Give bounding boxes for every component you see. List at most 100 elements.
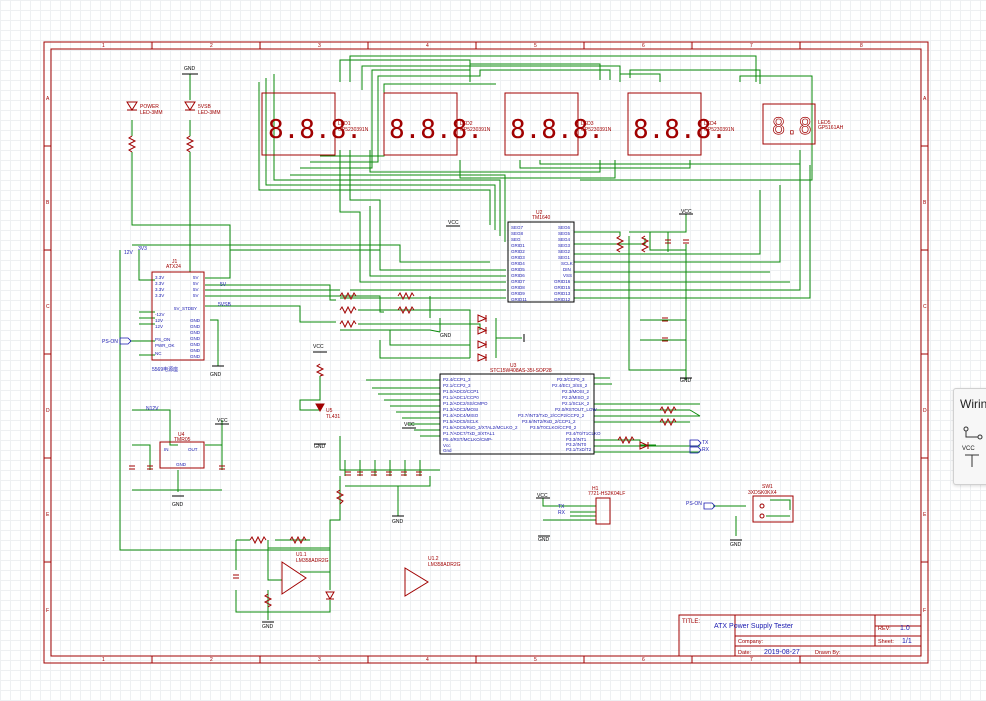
svg-text:GND: GND	[190, 330, 201, 335]
svg-text:3.3V: 3.3V	[155, 287, 164, 292]
svg-text:P2.3/MOSI_2: P2.3/MOSI_2	[562, 389, 590, 394]
svg-text:LED2: LED2	[460, 121, 473, 127]
svg-text:GRID16: GRID16	[554, 279, 571, 284]
svg-text:PS_ON: PS_ON	[155, 337, 170, 342]
svg-text:P1.6/ADC6/RxD_3/XTAL2/MCLKO_2: P1.6/ADC6/RxD_3/XTAL2/MCLKO_2	[443, 425, 518, 430]
svg-text:TL431: TL431	[326, 414, 340, 420]
svg-text:LED-3MM: LED-3MM	[140, 110, 163, 116]
svg-text:RX: RX	[558, 510, 566, 516]
resistors	[127, 135, 677, 608]
svg-text:GRID13: GRID13	[554, 291, 571, 296]
vcc-tool-label: VCC	[962, 446, 975, 452]
svg-text:GRID8: GRID8	[511, 285, 525, 290]
svg-text:5VSB: 5VSB	[218, 302, 231, 308]
svg-text:VCC: VCC	[313, 344, 324, 350]
svg-text:3.3V: 3.3V	[155, 281, 164, 286]
svg-text:3V3: 3V3	[138, 246, 147, 252]
led-display-led4: LED4 GP5230391N 8.8.8.	[627, 92, 735, 156]
svg-text:VCC: VCC	[404, 422, 415, 428]
svg-text:8.8: 8.8	[772, 115, 812, 140]
led-power: POWER LED-3MM	[126, 101, 163, 116]
svg-text:PWR_OK: PWR_OK	[155, 343, 175, 348]
svg-text:Vcc: Vcc	[443, 443, 451, 448]
svg-text:C: C	[923, 304, 927, 310]
svg-text:LM358ADR2G: LM358ADR2G	[296, 558, 329, 564]
svg-text:2: 2	[210, 657, 213, 663]
svg-text:5569电源座: 5569电源座	[152, 366, 178, 373]
svg-text:GND: GND	[538, 537, 550, 543]
row-label-d: D	[46, 408, 50, 414]
opamp-u1-1: U1.1 LM358ADR2G	[281, 552, 329, 595]
svg-text:3.3V: 3.3V	[155, 293, 164, 298]
header-h1: H1 7721-HS2K04LF	[588, 486, 625, 525]
svg-text:GND: GND	[190, 354, 201, 359]
switch-sw1: SW1 3XDSK0KX4	[748, 484, 794, 523]
row-label-c: C	[46, 304, 50, 310]
svg-text:P3.7/INT3/TxD_2/CCP2/CCP2_2: P3.7/INT3/TxD_2/CCP2/CCP2_2	[518, 413, 585, 418]
svg-text:GND: GND	[190, 342, 201, 347]
svg-text:5V: 5V	[193, 293, 199, 298]
svg-text:PS-ON: PS-ON	[686, 501, 702, 507]
svg-text:Gnd: Gnd	[443, 448, 452, 453]
svg-text:A: A	[923, 96, 927, 102]
led-display-led5: LED5 GP5161AH 8.8	[762, 103, 844, 145]
wiring-tools-panel: Wirin VCC	[953, 388, 986, 485]
svg-text:GND: GND	[190, 336, 201, 341]
vcc-tool-icon[interactable]	[962, 452, 984, 470]
connector-j1: J1 ATX24 3.3V3.3V 3.3V3.3V 5V_STDBY -12V…	[151, 259, 205, 373]
svg-text:LM358ADR2G: LM358ADR2G	[428, 562, 461, 568]
svg-text:D: D	[923, 408, 927, 414]
svg-text:U4: U4	[178, 432, 185, 438]
svg-text:SEG5: SEG5	[558, 231, 571, 236]
svg-text:LED5: LED5	[818, 120, 831, 126]
svg-text:GND: GND	[680, 378, 692, 384]
rev-value: 1.0	[900, 625, 910, 632]
svg-text:5V: 5V	[193, 287, 199, 292]
svg-text:P3.3/INT1: P3.3/INT1	[566, 437, 587, 442]
led-display-led3: LED3 GP5230391N 8.8.8.	[504, 92, 612, 156]
svg-text:P2.1/CCP2_3: P2.1/CCP2_3	[443, 383, 471, 388]
svg-text:VCC: VCC	[537, 493, 548, 499]
svg-text:P2.4/CCP1_3: P2.4/CCP1_3	[443, 377, 471, 382]
svg-text:P1.7/ADC7/TxD_3/XTAL1: P1.7/ADC7/TxD_3/XTAL1	[443, 431, 495, 436]
svg-text:H1: H1	[592, 486, 599, 492]
svg-text:SEG: SEG	[511, 237, 521, 242]
svg-text:GND: GND	[314, 444, 326, 450]
svg-text:3: 3	[318, 657, 321, 663]
row-label-f: F	[46, 608, 49, 614]
svg-text:P2.3/CCP0_3: P2.3/CCP0_3	[557, 377, 585, 382]
col-label-5: 5	[534, 43, 537, 49]
wire-tool-icon[interactable]	[962, 425, 984, 443]
svg-text:P5.4/RST/MCLKO/CMP-: P5.4/RST/MCLKO/CMP-	[443, 437, 493, 442]
svg-text:GND: GND	[392, 519, 404, 525]
row-label-b: B	[46, 200, 50, 206]
svg-text:GND: GND	[184, 66, 196, 72]
svg-text:DIN: DIN	[563, 267, 571, 272]
svg-text:LED3: LED3	[581, 121, 594, 127]
opamp-u1-2: U1.2 LM358ADR2G	[404, 556, 461, 597]
svg-text:P3.4/T0/T1CLKO: P3.4/T0/T1CLKO	[566, 431, 601, 436]
svg-text:GRID6: GRID6	[511, 273, 525, 278]
svg-text:LED4: LED4	[704, 121, 717, 127]
col-label-6: 6	[642, 43, 645, 49]
svg-text:OUT: OUT	[188, 447, 198, 452]
svg-text:3XDSK0KX4: 3XDSK0KX4	[748, 490, 777, 496]
svg-text:GND: GND	[172, 502, 184, 508]
date-label: Date:	[738, 650, 752, 656]
svg-text:5V: 5V	[193, 275, 199, 280]
svg-text:RX: RX	[702, 447, 710, 453]
svg-text:VCC: VCC	[217, 418, 228, 424]
company-label: Company:	[738, 639, 764, 645]
svg-text:GRID1: GRID1	[511, 243, 525, 248]
col-label-7: 7	[750, 43, 753, 49]
svg-text:SEG2: SEG2	[558, 249, 571, 254]
svg-text:VCC: VCC	[681, 209, 692, 215]
svg-text:GND: GND	[440, 333, 452, 339]
col-label-8: 8	[860, 43, 863, 49]
row-labels: A B C D E F A B C D E F	[44, 96, 928, 614]
svg-text:SEG7: SEG7	[511, 225, 524, 230]
svg-text:SEG3: SEG3	[558, 243, 571, 248]
svg-text:GND: GND	[210, 372, 222, 378]
svg-text:P1.2/ADC2/SS/CMPO: P1.2/ADC2/SS/CMPO	[443, 401, 488, 406]
svg-text:GND: GND	[190, 348, 201, 353]
